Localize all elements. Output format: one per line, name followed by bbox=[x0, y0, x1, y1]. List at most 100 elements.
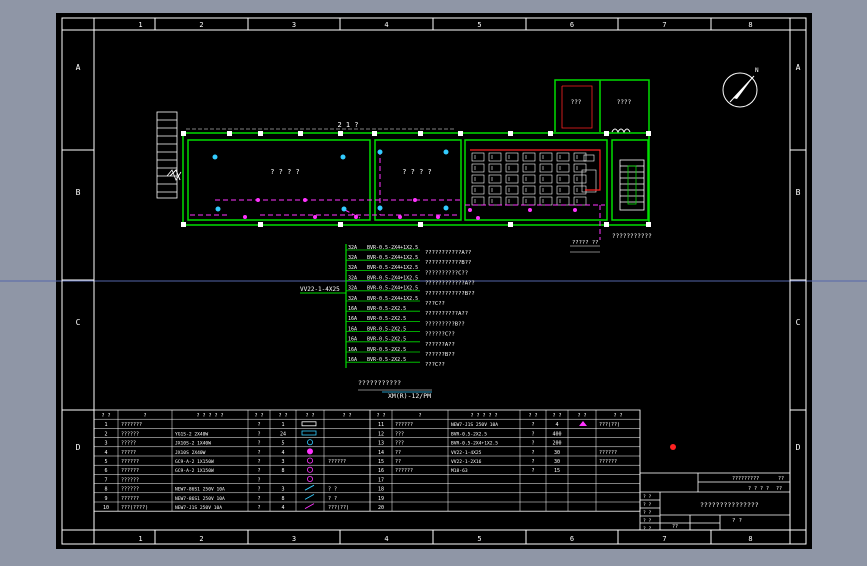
legend-header: ? ? bbox=[613, 413, 622, 419]
feeder-rating: 32A bbox=[348, 286, 357, 292]
legend-name: ?????? bbox=[395, 422, 413, 428]
col-label-bottom: 7 bbox=[662, 535, 666, 543]
legend-no: 16 bbox=[378, 468, 384, 474]
feeder-rating: 16A bbox=[348, 357, 357, 363]
feeder-cable: BVR-0.5-2X2.5 bbox=[367, 337, 406, 343]
legend-unit: ? bbox=[531, 431, 534, 437]
row-label-right: D bbox=[796, 443, 801, 452]
legend-unit: ? bbox=[257, 468, 260, 474]
legend-name: ?? bbox=[395, 450, 401, 456]
legend-note: ?????? bbox=[599, 450, 617, 456]
legend-model: JX10S-2 1X40W bbox=[175, 441, 211, 447]
feeder-desc: ??????????C?? bbox=[425, 270, 468, 276]
feeder-schematic: VV22-1-4X25 32A BVR-0.5-2X4+1X2.5????????… bbox=[300, 244, 475, 400]
feeder-cable: BVR-0.5-2X2.5 bbox=[367, 326, 406, 332]
legend-unit: ? bbox=[257, 505, 260, 511]
legend-name: ?????? bbox=[121, 487, 139, 493]
equipment-cabinet bbox=[581, 169, 597, 193]
stair-left bbox=[156, 111, 182, 199]
col-label-top: 8 bbox=[748, 21, 752, 29]
legend-unit: ? bbox=[531, 450, 534, 456]
col-label-top: 6 bbox=[570, 21, 574, 29]
legend-symbol bbox=[301, 430, 317, 436]
equipment-cell bbox=[505, 174, 519, 184]
feeder-cable: BVR-0.5-2X4+1X2.5 bbox=[367, 245, 418, 251]
legend-name: ????? bbox=[121, 450, 136, 456]
title-code-suffix: ?? bbox=[778, 476, 784, 482]
legend-qty: 1 bbox=[281, 422, 284, 428]
legend-unit: ? bbox=[257, 450, 260, 456]
legend-model: NEW7-J1S 250V 10A bbox=[175, 505, 222, 511]
legend-name: ?????? bbox=[121, 459, 139, 465]
legend-header: ? ? bbox=[342, 413, 351, 419]
feeder-rating: 32A bbox=[348, 255, 357, 261]
legend-header: ? ? ? ? ? bbox=[196, 413, 223, 419]
equipment-cell bbox=[556, 163, 570, 173]
legend-no: 13 bbox=[378, 441, 384, 447]
equipment-cell bbox=[522, 174, 536, 184]
legend-symbol bbox=[306, 439, 313, 446]
legend-header: ? ? bbox=[254, 413, 263, 419]
plan-note-sub: ????? ?? bbox=[572, 240, 599, 246]
room3-wall bbox=[464, 139, 608, 221]
equipment-cell bbox=[556, 174, 570, 184]
col-label-top: 5 bbox=[477, 21, 481, 29]
equipment-cell bbox=[539, 174, 553, 184]
feeder-cable: BVR-0.5-2X2.5 bbox=[367, 347, 406, 353]
legend-no: 2 bbox=[104, 431, 107, 437]
legend-note: ???(??) bbox=[599, 422, 620, 428]
legend-qty: 3 bbox=[281, 487, 284, 493]
col-label-top: 7 bbox=[662, 21, 666, 29]
legend-name: ?? bbox=[395, 459, 401, 465]
legend-qty: 4 bbox=[281, 505, 284, 511]
equipment-cell bbox=[505, 163, 519, 173]
col-label-bottom: 5 bbox=[477, 535, 481, 543]
row-label-left: A bbox=[76, 63, 81, 72]
stair-wall bbox=[611, 139, 649, 221]
legend-name: ???(????) bbox=[121, 505, 148, 511]
legend-header: ? ? bbox=[278, 413, 287, 419]
feeder-cable: BVR-0.5-2X4+1X2.5 bbox=[367, 275, 418, 281]
feeder-cable: BVR-0.5-2X2.5 bbox=[367, 357, 406, 363]
legend-header: ? bbox=[418, 413, 421, 419]
row-label-left: B bbox=[76, 188, 81, 197]
legend-no: 11 bbox=[378, 422, 384, 428]
light-fixtures bbox=[212, 149, 577, 220]
equipment-cell bbox=[488, 174, 502, 184]
legend-symbol bbox=[301, 421, 317, 427]
room2-label: ? ? ? ? bbox=[402, 168, 432, 176]
legend-note: ???(??) bbox=[328, 505, 349, 511]
legend-unit: ? bbox=[257, 496, 260, 502]
legend-header: ? ? bbox=[101, 413, 110, 419]
title-left-cell: ? ? bbox=[643, 494, 652, 500]
row-label-right: A bbox=[796, 63, 801, 72]
equipment-cell bbox=[488, 185, 502, 195]
feeder-source-label: VV22-1-4X25 bbox=[300, 286, 340, 293]
feeder-cable: BVR-0.5-2X4+1X2.5 bbox=[367, 296, 418, 302]
legend-name: ??????? bbox=[121, 422, 142, 428]
legend-symbol bbox=[304, 484, 315, 491]
equipment-cell bbox=[488, 196, 502, 206]
feeder-rating: 16A bbox=[348, 347, 357, 353]
equipment-cell bbox=[471, 185, 485, 195]
feeder-cable: BVR-0.5-2X4+1X2.5 bbox=[367, 255, 418, 261]
legend-name: ?????? bbox=[121, 496, 139, 502]
room1-wall bbox=[187, 139, 371, 221]
legend-name: ??? bbox=[395, 441, 404, 447]
legend-qty: 400 bbox=[552, 431, 561, 437]
legend-symbol bbox=[306, 457, 313, 464]
legend-name: ?????? bbox=[121, 468, 139, 474]
feeder-rating: 32A bbox=[348, 265, 357, 271]
title-bottom-right: ? ? bbox=[732, 518, 742, 524]
feeder-rating: 16A bbox=[348, 337, 357, 343]
equipment-cell bbox=[505, 152, 519, 162]
legend-qty: 3 bbox=[281, 459, 284, 465]
title-code: ????????? bbox=[732, 476, 759, 482]
legend-qty: 4 bbox=[281, 450, 284, 456]
col-label-bottom: 4 bbox=[384, 535, 388, 543]
frame-ticks bbox=[62, 18, 806, 544]
annex-room2-label: ???? bbox=[617, 99, 632, 106]
row-label-right: C bbox=[796, 318, 801, 327]
